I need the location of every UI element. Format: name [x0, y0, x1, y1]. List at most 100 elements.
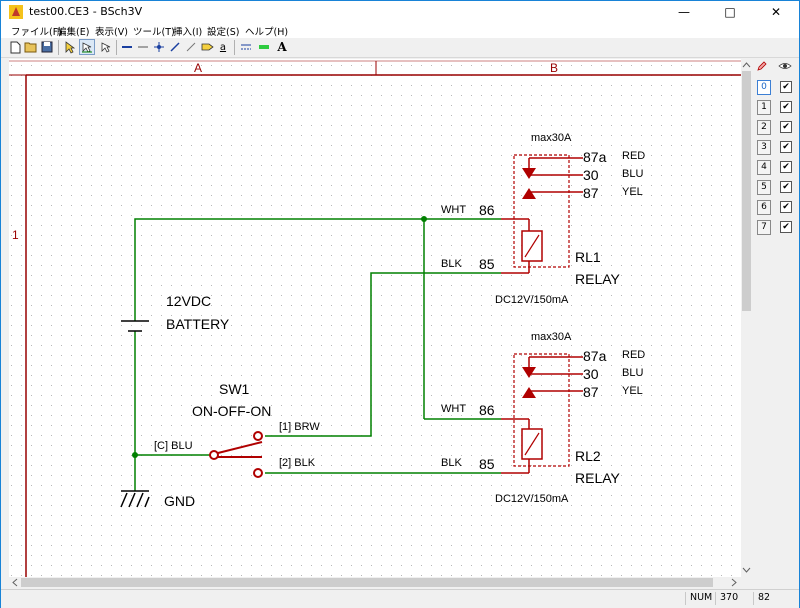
menu-help[interactable]: ヘルプ(H)	[245, 27, 289, 38]
minimize-button[interactable]: —	[678, 5, 690, 19]
horizontal-scroll-thumb[interactable]	[21, 578, 713, 587]
edit-tool-icon[interactable]	[98, 39, 114, 55]
new-file-icon[interactable]	[7, 39, 23, 55]
rl2-pin87: 87	[583, 384, 599, 400]
app-icon	[9, 5, 23, 19]
marker-tool-icon[interactable]	[256, 39, 272, 55]
layer-row-0[interactable]: 0 ✔	[755, 79, 797, 95]
rl1-name: RL1	[575, 249, 601, 265]
menu-edit[interactable]: 編集(E)	[57, 27, 90, 38]
layer-visible-checkbox[interactable]: ✔	[780, 81, 792, 93]
rl1-wire86: WHT	[441, 204, 466, 216]
layer-visible-checkbox[interactable]: ✔	[780, 201, 792, 213]
menu-insert[interactable]: 挿入(I)	[173, 27, 203, 38]
rl1-type: RELAY	[575, 271, 621, 287]
layer-visible-checkbox[interactable]: ✔	[780, 181, 792, 193]
save-icon[interactable]	[39, 39, 55, 55]
rl2-wire87: YEL	[622, 385, 643, 397]
text-tool-icon[interactable]: A	[277, 40, 287, 54]
junction-tool-icon[interactable]	[151, 39, 167, 55]
status-num-lock: NUM	[685, 592, 720, 605]
rl2-type: RELAY	[575, 470, 621, 486]
layer-row-6[interactable]: 6 ✔	[755, 199, 797, 215]
vertical-scrollbar[interactable]	[741, 59, 752, 577]
switch-type: ON-OFF-ON	[192, 403, 271, 419]
switch-symbol	[209, 431, 263, 478]
scroll-down-icon[interactable]	[741, 565, 752, 575]
layer-number[interactable]: 5	[757, 180, 771, 195]
layer-panel: 0 ✔ 1 ✔ 2 ✔ 3 ✔ 4 ✔ 5 ✔ 6 ✔ 7 ✔	[753, 59, 799, 589]
layer-visible-checkbox[interactable]: ✔	[780, 141, 792, 153]
label-tool-icon[interactable]: a	[219, 41, 227, 53]
layer-row-7[interactable]: 7 ✔	[755, 219, 797, 235]
rl1-pin85: 85	[479, 256, 495, 272]
schematic-canvas[interactable]: A B 1 12VDC BATTERY	[9, 59, 741, 577]
horizontal-scrollbar[interactable]	[9, 577, 741, 588]
menu-view[interactable]: 表示(V)	[95, 27, 128, 38]
rl2-rating: max30A	[531, 331, 572, 343]
layer-row-3[interactable]: 3 ✔	[755, 139, 797, 155]
select-tool-icon[interactable]	[62, 39, 78, 55]
layer-row-4[interactable]: 4 ✔	[755, 159, 797, 175]
comment-tool-icon[interactable]	[238, 39, 254, 55]
layer-visible-checkbox[interactable]: ✔	[780, 161, 792, 173]
ground-symbol	[120, 490, 150, 508]
wire-tool-icon[interactable]	[119, 39, 135, 55]
layer-number[interactable]: 6	[757, 200, 771, 215]
pencil-icon	[757, 61, 767, 71]
eye-icon	[778, 63, 792, 69]
rl1-wire85: BLK	[441, 258, 462, 270]
layer-visible-checkbox[interactable]: ✔	[780, 101, 792, 113]
entry-tool-icon[interactable]	[167, 39, 183, 55]
vertical-scroll-thumb[interactable]	[742, 71, 751, 311]
layer-number[interactable]: 1	[757, 100, 771, 115]
window-title: test00.CE3 - BSch3V	[29, 5, 143, 18]
layer-row-5[interactable]: 5 ✔	[755, 179, 797, 195]
menu-file[interactable]: ファイル(F)	[11, 27, 62, 38]
layer-number[interactable]: 2	[757, 120, 771, 135]
status-bar: NUM 370 82	[1, 589, 799, 608]
open-folder-icon[interactable]	[23, 39, 39, 55]
status-y-coord: 82	[753, 592, 792, 605]
layer-visible-checkbox[interactable]: ✔	[780, 121, 792, 133]
frame-col-b: B	[550, 61, 558, 75]
rl2-wire87a: RED	[622, 349, 645, 361]
layer-row-1[interactable]: 1 ✔	[755, 99, 797, 115]
title-bar: test00.CE3 - BSch3V — □ ✕	[1, 1, 799, 23]
layer-number[interactable]: 3	[757, 140, 771, 155]
layer-row-2[interactable]: 2 ✔	[755, 119, 797, 135]
rl1-pin87: 87	[583, 185, 599, 201]
switch-pin2-label: [2] BLK	[279, 457, 316, 469]
rl1-pin30: 30	[583, 167, 599, 183]
rl2-wire85: BLK	[441, 457, 462, 469]
switch-pin1-label: [1] BRW	[279, 421, 320, 433]
frame-col-a: A	[194, 61, 202, 75]
maximize-button[interactable]: □	[724, 5, 736, 19]
battery-symbol	[121, 320, 149, 332]
rl2-pin30: 30	[583, 366, 599, 382]
menu-settings[interactable]: 設定(S)	[207, 27, 240, 38]
layer-number[interactable]: 7	[757, 220, 771, 235]
layer-visible-checkbox[interactable]: ✔	[780, 221, 792, 233]
gnd-label: GND	[164, 493, 195, 509]
switch-name: SW1	[219, 381, 250, 397]
rl2-pin85: 85	[479, 456, 495, 472]
rl2-pin86: 86	[479, 402, 495, 418]
wires	[134, 218, 501, 491]
menu-tools[interactable]: ツール(T)	[133, 27, 175, 38]
bus-tool-icon[interactable]	[135, 39, 151, 55]
layer-number[interactable]: 4	[757, 160, 771, 175]
line-tool-icon[interactable]	[183, 39, 199, 55]
junction-dot-1	[421, 216, 427, 222]
scroll-up-icon[interactable]	[741, 60, 752, 70]
layer-number[interactable]: 0	[757, 80, 771, 95]
menu-bar: ファイル(F) 編集(E) 表示(V) ツール(T) 挿入(I) 設定(S) ヘ…	[1, 23, 799, 38]
drag-tool-icon[interactable]	[79, 39, 95, 55]
scroll-right-icon[interactable]	[729, 577, 739, 588]
tag-tool-icon[interactable]	[199, 39, 215, 55]
status-x-coord: 370	[715, 592, 754, 605]
close-button[interactable]: ✕	[770, 5, 782, 19]
scroll-left-icon[interactable]	[10, 577, 20, 588]
switch-common-label: [C] BLU	[154, 440, 193, 452]
